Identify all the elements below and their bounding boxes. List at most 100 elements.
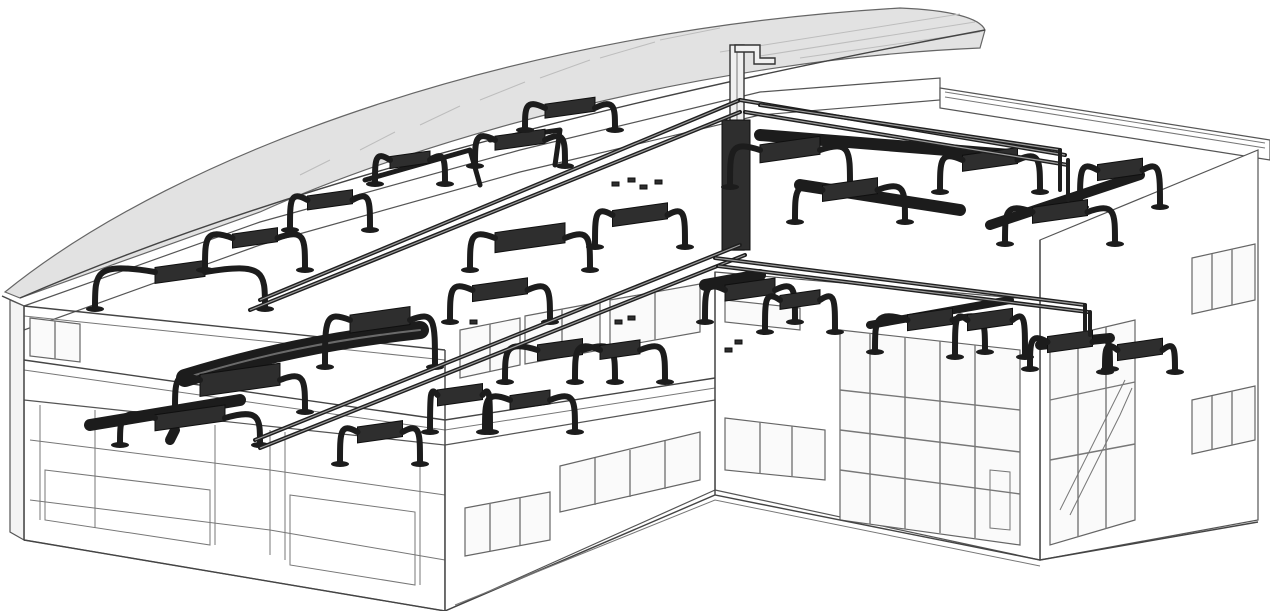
fan-coil-unit xyxy=(366,150,454,187)
fan-coil-unit xyxy=(476,389,584,435)
pipe-run-highlight xyxy=(254,244,741,441)
diffuser-foot xyxy=(466,163,484,169)
duct-leg xyxy=(872,313,911,353)
unit-body xyxy=(599,339,641,361)
base-lines xyxy=(23,494,1259,611)
diffuser-foot xyxy=(1021,366,1039,372)
duct-leg xyxy=(817,143,853,188)
diffuser-foot xyxy=(566,379,584,385)
duct-leg xyxy=(572,343,603,383)
fan-coil-unit xyxy=(466,128,574,169)
diffuser-foot xyxy=(1031,189,1049,195)
duct-leg xyxy=(337,425,361,465)
duct-leg xyxy=(1002,205,1036,245)
duct-leg xyxy=(372,153,393,185)
diffuser-foot xyxy=(896,219,914,225)
duct-leg xyxy=(427,153,448,185)
duct-leg xyxy=(592,208,616,248)
diffuser-foot xyxy=(111,442,129,448)
unit-body xyxy=(349,306,411,334)
branch-duct xyxy=(84,394,246,431)
duct-leg xyxy=(322,313,353,368)
diffuser-foot xyxy=(411,461,429,467)
duct-leg xyxy=(547,393,578,433)
duct-leg xyxy=(772,283,798,323)
duct-leg xyxy=(202,231,236,271)
main-supply-duct-edge xyxy=(184,329,421,379)
fan-coil-unit xyxy=(931,147,1049,195)
duct-leg xyxy=(792,183,826,223)
diffuser-foot xyxy=(366,181,384,187)
diffuser-foot xyxy=(931,189,949,195)
diffuser-foot xyxy=(676,244,694,250)
diffuser-foot xyxy=(461,267,479,273)
pipe-riser xyxy=(1083,303,1092,337)
diffuser-foot xyxy=(866,349,884,355)
duct-fitting xyxy=(627,315,636,321)
duct-leg xyxy=(277,373,308,413)
duct-leg xyxy=(817,293,838,333)
duct-leg xyxy=(874,183,908,223)
diffuser-foot xyxy=(86,306,104,312)
curved-roof xyxy=(3,7,986,299)
air-handling-units xyxy=(86,96,1184,467)
duct-leg xyxy=(407,313,438,368)
duct-leg xyxy=(172,373,203,413)
pipe-run-highlight xyxy=(714,257,1086,306)
duct-leg xyxy=(92,265,158,310)
right-wing-parapet-hatch xyxy=(944,91,1266,149)
diffuser-foot xyxy=(296,409,314,415)
unit-body xyxy=(724,277,776,302)
duct-leg xyxy=(1077,163,1101,208)
duct-fitting xyxy=(724,347,733,353)
duct-leg xyxy=(937,153,966,193)
diffuser-foot xyxy=(1166,369,1184,375)
end-wall-windows xyxy=(1049,243,1256,546)
diffuser-foot xyxy=(786,219,804,225)
supply-duct-run xyxy=(985,170,1145,230)
diffuser-foot xyxy=(441,319,459,325)
unit-body xyxy=(154,404,226,432)
duct-leg xyxy=(274,231,308,271)
fan-coil-unit xyxy=(946,307,1034,360)
diffuser-foot xyxy=(331,461,349,467)
duct-leg xyxy=(952,313,971,358)
branch-duct xyxy=(362,147,483,188)
unit-body xyxy=(544,96,596,119)
unit-body xyxy=(509,389,551,411)
diffuser-foot xyxy=(606,127,624,133)
diffuser-foot xyxy=(476,429,494,435)
pipe-run-highlight xyxy=(717,265,1089,313)
diffuser-foot xyxy=(556,163,574,169)
duct-leg xyxy=(427,388,441,433)
duct-fitting xyxy=(611,181,620,187)
fan-coil-unit xyxy=(696,277,804,325)
duct-fitting xyxy=(469,319,478,325)
unit-body xyxy=(1032,198,1088,224)
duct-leg xyxy=(447,283,476,323)
branch-duct xyxy=(165,425,180,445)
unit-body xyxy=(199,362,281,398)
pipe-run-highlight xyxy=(759,104,1061,151)
unit-body xyxy=(494,128,546,151)
fan-coil-unit xyxy=(331,420,429,467)
duct-leg xyxy=(762,293,783,333)
diffuser-foot xyxy=(606,379,624,385)
diffuser-foot xyxy=(361,227,379,233)
diffuser-foot xyxy=(696,319,714,325)
middle-ground-windows xyxy=(464,431,701,557)
diffuser-foot xyxy=(436,181,454,187)
duct-leg xyxy=(472,133,498,167)
fan-coil-unit xyxy=(1021,329,1119,372)
diffuser-foot xyxy=(421,429,439,435)
pipe-runs xyxy=(248,98,1092,450)
diffuser-foot xyxy=(976,349,994,355)
duct-leg xyxy=(1084,205,1118,245)
diffuser-foot xyxy=(586,244,604,250)
diffuser-foot xyxy=(581,267,599,273)
duct-leg xyxy=(522,101,548,131)
fan-coil-unit xyxy=(996,198,1124,247)
duct-leg xyxy=(117,411,158,446)
duct-leg xyxy=(1159,343,1178,373)
